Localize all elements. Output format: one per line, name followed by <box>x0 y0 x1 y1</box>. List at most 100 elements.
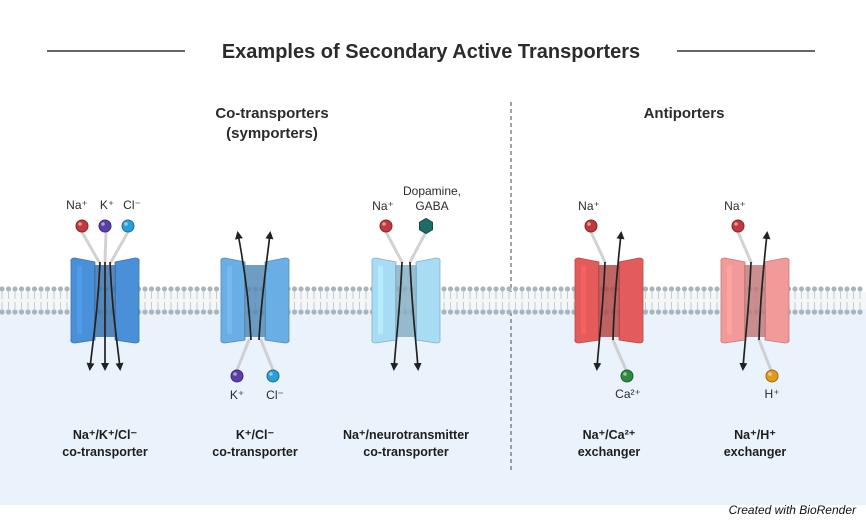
lipid-head <box>200 286 207 292</box>
lipid-head <box>512 309 519 315</box>
lipid-head <box>811 309 818 315</box>
caption-nkcc-line2: co-transporter <box>62 445 148 459</box>
caption-ncx-line1: Na⁺/Ca²⁺ <box>583 428 636 442</box>
lipid-head <box>161 286 168 292</box>
ion-trail <box>103 230 108 264</box>
lipid-head <box>818 286 824 292</box>
protein-highlight <box>378 266 383 334</box>
lipid-head <box>857 286 863 292</box>
lipid-head <box>5 286 12 292</box>
lipid-head <box>532 309 538 315</box>
sodium-ion <box>379 219 393 233</box>
lipid-head <box>707 309 714 315</box>
lipid-head <box>324 286 330 292</box>
lipid-head <box>668 286 675 292</box>
lipid-head <box>343 309 350 315</box>
lipid-head <box>681 309 688 315</box>
ion-label-na-5: Na⁺ <box>724 199 746 213</box>
hydrogen-ion <box>765 369 779 383</box>
lipid-head <box>187 309 194 315</box>
ion-trail <box>757 338 773 372</box>
transporter-protein-2 <box>371 257 441 344</box>
ion-trail <box>109 230 130 264</box>
lipid-head <box>350 286 356 292</box>
potassium-ion-shine <box>233 372 237 376</box>
lipid-head <box>798 309 805 315</box>
lipid-head <box>701 309 707 315</box>
lipid-head <box>337 286 343 292</box>
protein-highlight <box>227 266 232 334</box>
lipid-head <box>486 286 493 292</box>
lipid-head <box>831 286 837 292</box>
lipid-head <box>5 309 12 315</box>
lipid-head <box>304 309 311 315</box>
ion-trail <box>384 230 404 264</box>
lipid-head <box>642 309 649 315</box>
lipid-head <box>317 286 324 292</box>
lipid-head <box>850 309 857 315</box>
ion-label-h: H⁺ <box>765 387 780 401</box>
lipid-head <box>12 286 18 292</box>
transporter-group <box>70 217 790 383</box>
protein-subunit-right <box>114 257 140 344</box>
lipid-head <box>532 286 538 292</box>
lipid-head <box>324 309 330 315</box>
lipid-head <box>0 309 5 315</box>
sodium-ion-shine <box>734 222 738 226</box>
lipid-head <box>298 286 304 292</box>
ion-label-na-1: Na⁺ <box>66 198 88 212</box>
lipid-head <box>447 286 454 292</box>
lipid-head <box>824 286 831 292</box>
lipid-head <box>473 309 480 315</box>
lipid-head <box>811 286 818 292</box>
protein-highlight <box>77 266 82 334</box>
section-cotransporters-subheading: (symporters) <box>226 125 318 142</box>
lipid-head <box>701 286 707 292</box>
lipid-head <box>441 309 447 315</box>
sodium-ion <box>731 219 745 233</box>
lipid-head <box>12 309 18 315</box>
lipid-head <box>675 309 681 315</box>
protein-subunit-left <box>220 257 246 344</box>
lipid-head <box>551 286 558 292</box>
ion-label-cl-1: Cl⁻ <box>123 198 141 212</box>
lipid-head <box>681 286 688 292</box>
lipid-head <box>499 286 506 292</box>
sodium-ion-shine <box>587 222 591 226</box>
lipid-head <box>337 309 343 315</box>
chloride-ion <box>266 369 280 383</box>
protein-highlight <box>727 266 732 334</box>
hydrogen-ion-shine <box>768 372 772 376</box>
ion-trail <box>259 338 275 372</box>
lipid-head <box>311 286 317 292</box>
section-antiporters-heading: Antiporters <box>644 105 725 122</box>
lipid-head <box>538 286 545 292</box>
lipid-head <box>0 286 5 292</box>
lipid-head <box>837 286 844 292</box>
lipid-head <box>213 309 220 315</box>
lipid-head <box>174 309 181 315</box>
influx-arrow <box>739 261 752 371</box>
protein-subunit-right <box>415 257 441 344</box>
lipid-head <box>187 286 194 292</box>
calcium-ion <box>620 369 634 383</box>
lipid-head <box>148 286 155 292</box>
lipid-head <box>441 286 447 292</box>
ion-label-dopamine: Dopamine, <box>403 184 461 198</box>
lipid-head <box>18 286 25 292</box>
lipid-head <box>330 286 337 292</box>
lipid-head <box>564 309 571 315</box>
lipid-head <box>304 286 311 292</box>
lipid-head <box>168 309 174 315</box>
protein-subunit-right <box>764 257 790 344</box>
lipid-head <box>25 286 31 292</box>
efflux-arrow <box>612 231 625 341</box>
protein-subunit-left <box>371 257 397 344</box>
lipid-head <box>675 286 681 292</box>
potassium-ion-shine <box>101 222 105 226</box>
biorender-credit: Created with BioRender <box>728 503 856 517</box>
ion-trail <box>611 338 628 372</box>
efflux-arrow <box>258 231 274 341</box>
lipid-head <box>668 309 675 315</box>
